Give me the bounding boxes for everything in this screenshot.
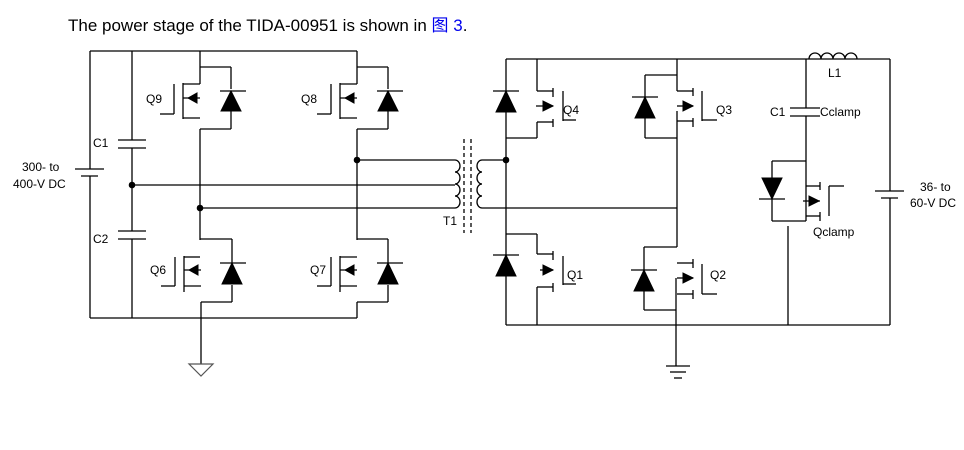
mosfet-q7 [317,238,403,303]
junction-dots-primary [128,156,361,212]
output-label-line2: 60-V DC [910,196,956,210]
mosfet-q4 [493,88,576,127]
caption: The power stage of the TIDA-00951 is sho… [68,11,467,36]
junction-dots-secondary [502,156,510,164]
input-label-line2: 400-V DC [13,177,66,191]
mosfet-q3 [632,74,717,139]
label-q2: Q2 [710,268,726,282]
capacitor-cclamp [790,107,820,117]
output-label-line1: 36- to [920,180,951,194]
output-dc-source [875,190,904,199]
label-c1-secondary: C1 [770,105,786,119]
mosfet-q6 [161,238,246,303]
label-q6: Q6 [150,263,166,277]
label-cclamp: Cclamp [820,105,861,119]
input-dc-source [75,168,104,177]
mosfet-q8 [317,66,403,130]
figure-link[interactable]: 图 3 [431,16,463,35]
capacitor-c2 [118,230,146,240]
label-l1: L1 [828,66,842,80]
mosfet-q1 [493,251,576,292]
label-q9: Q9 [146,92,162,106]
primary-bus-wires [89,50,455,364]
label-q4: Q4 [563,103,579,117]
label-q7: Q7 [310,263,326,277]
caption-text: The power stage of the TIDA-00951 is sho… [68,16,432,35]
caption-end: . [462,16,468,35]
mosfet-qclamp [759,160,844,222]
capacitor-c1-primary [118,139,146,149]
label-t1: T1 [443,214,457,228]
transformer-t1 [454,139,483,233]
label-q8: Q8 [301,92,317,106]
input-label-line1: 300- to [22,160,60,174]
label-c2: C2 [93,232,109,246]
label-q3: Q3 [716,103,732,117]
mosfet-q2 [631,246,717,311]
label-q1: Q1 [567,268,583,282]
label-c1-primary: C1 [93,136,109,150]
inductor-l1 [808,52,858,60]
ground-icon-secondary [666,365,690,379]
label-qclamp: Qclamp [813,225,855,239]
mosfet-q9 [160,66,246,130]
ground-icon-primary [187,363,215,377]
